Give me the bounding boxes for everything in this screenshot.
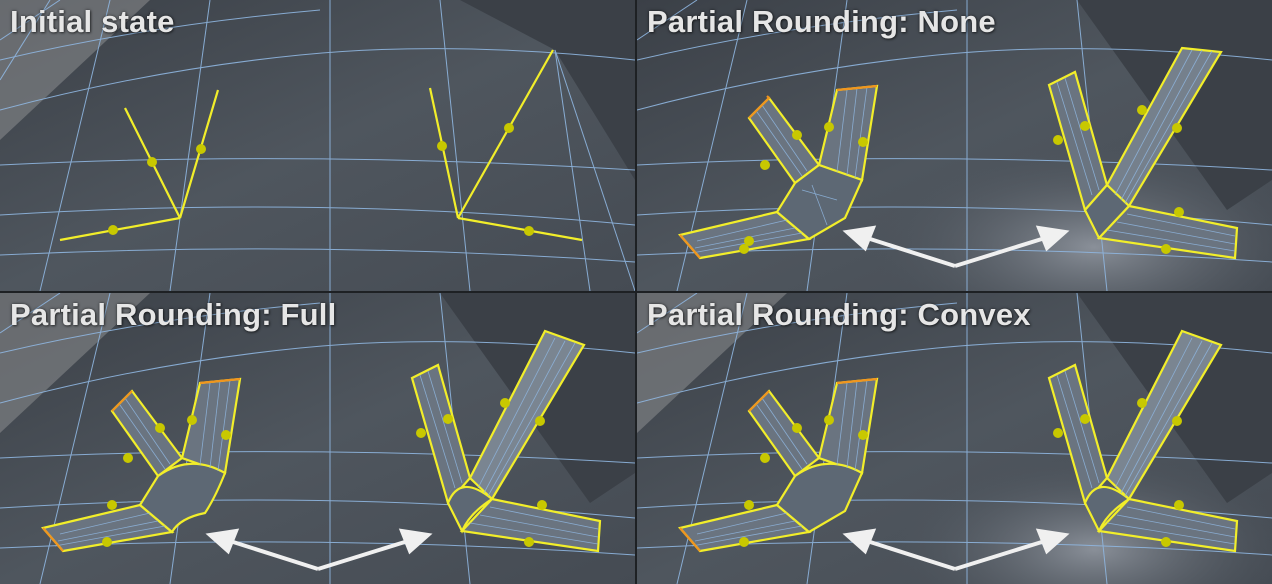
corner-shade (0, 0, 150, 140)
bevel-left (677, 84, 879, 260)
corner-shade (0, 293, 150, 433)
edge-dots (739, 105, 1184, 254)
panel-initial-state: Initial state (0, 0, 635, 291)
comparison-arrows (842, 528, 1070, 571)
bevel-left (40, 377, 242, 553)
edge-dots (739, 398, 1184, 547)
bevel-right (1047, 46, 1239, 260)
panel-title: Partial Rounding: None (647, 4, 996, 39)
comparison-arrows (842, 225, 1070, 268)
bevel-right (410, 329, 602, 553)
panel-partial-rounding-convex: Partial Rounding: Convex (637, 293, 1272, 584)
panel-title: Partial Rounding: Convex (647, 297, 1031, 332)
corner-shade (637, 293, 787, 433)
panel-title: Partial Rounding: Full (10, 297, 337, 332)
surface (0, 0, 635, 291)
comparison-arrows (205, 528, 433, 571)
bevel-right (1047, 329, 1239, 553)
viewport-partial-rounding-convex (637, 293, 1272, 584)
viewport-initial-state (0, 0, 635, 291)
viewport-partial-rounding-none (637, 0, 1272, 291)
panel-title: Initial state (10, 4, 175, 39)
viewport-partial-rounding-full (0, 293, 635, 584)
bevel-left (677, 377, 879, 553)
panel-partial-rounding-none: Partial Rounding: None (637, 0, 1272, 291)
edge-dots (102, 398, 547, 547)
edge-dots (108, 123, 534, 236)
panel-partial-rounding-full: Partial Rounding: Full (0, 293, 635, 584)
step-wall (460, 0, 635, 180)
selected-edges (59, 49, 583, 242)
wireframe-grid (0, 0, 635, 291)
